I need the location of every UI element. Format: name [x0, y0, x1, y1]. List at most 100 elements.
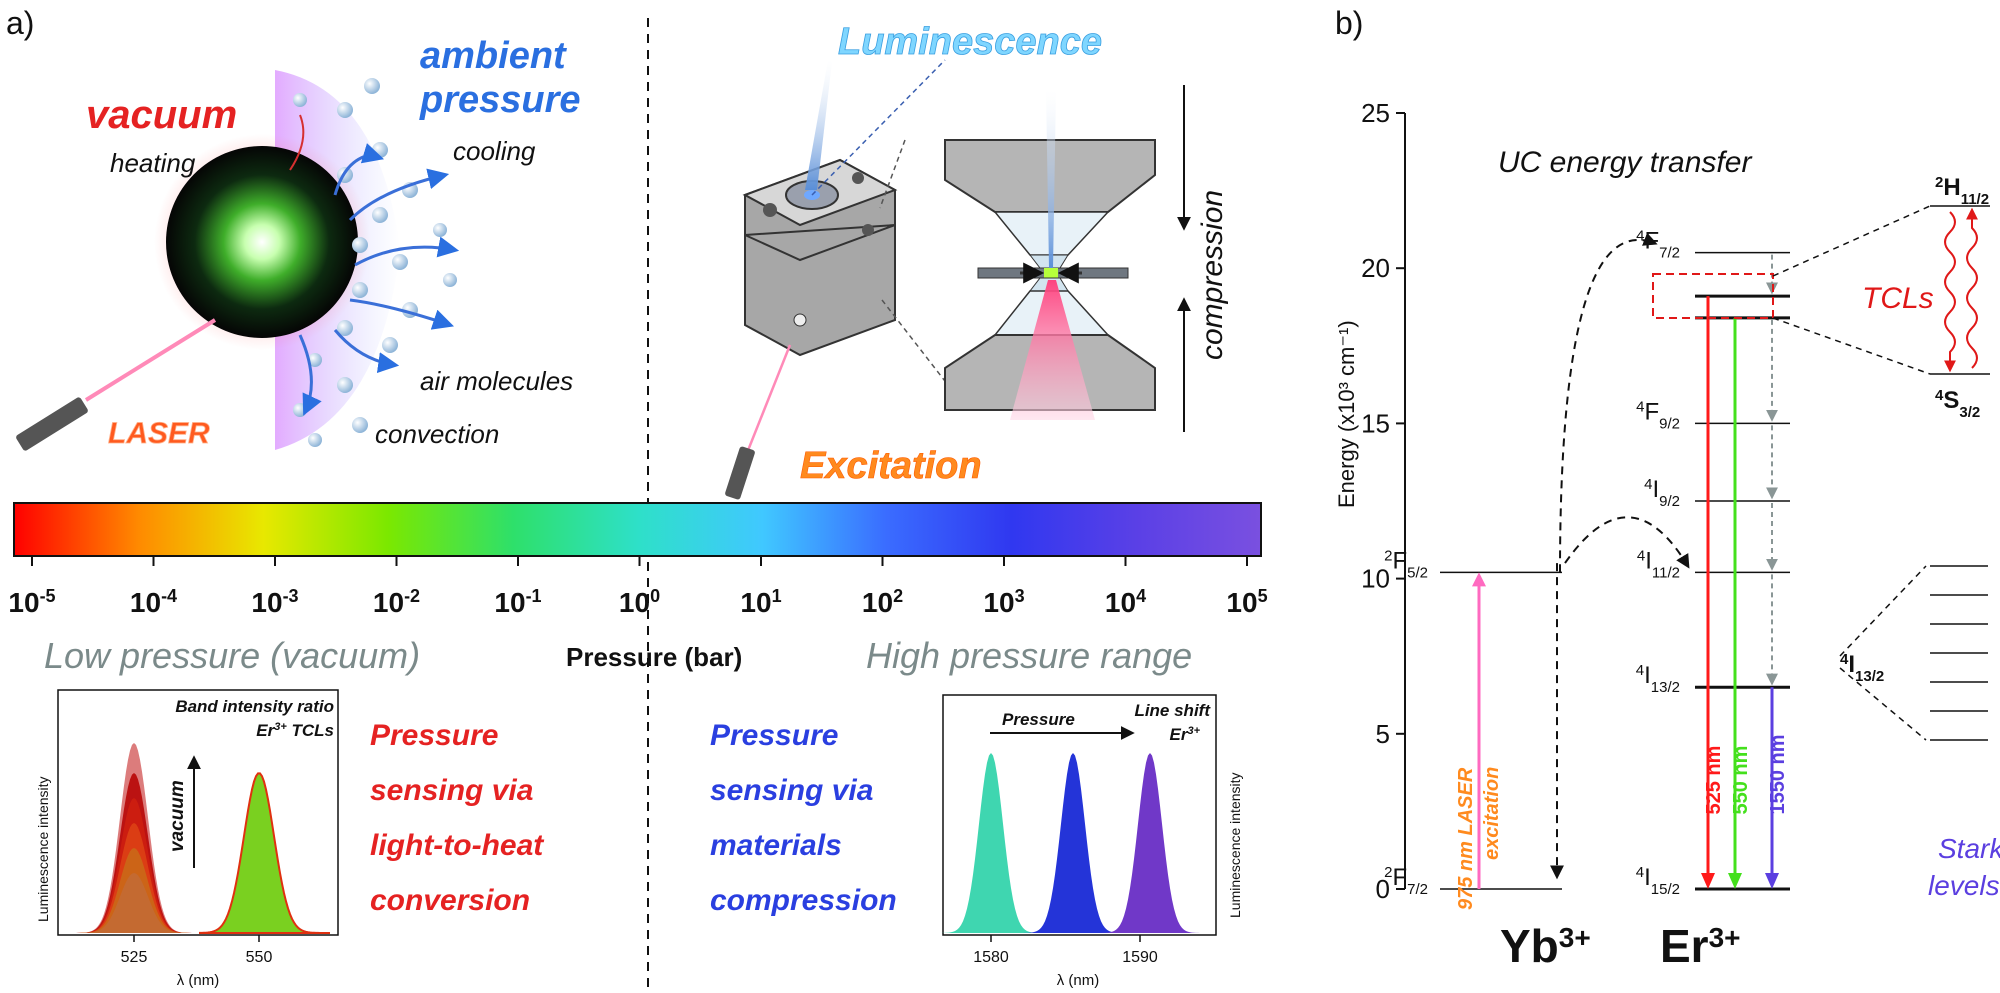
tcls-highlight-box: [1652, 273, 1774, 319]
stark-level-label: 4I13/2: [1840, 651, 1884, 685]
cooling-label: cooling: [453, 136, 536, 166]
energy-tick-label: 15: [1361, 408, 1390, 438]
excitation-label: Excitation: [800, 445, 982, 487]
vacuum-label: vacuum: [86, 93, 237, 137]
colorbar-tick-label: 104: [1105, 586, 1146, 618]
excitation-label-line-2: excitation: [1481, 767, 1503, 860]
air-molecules-label: air molecules: [420, 366, 573, 396]
right-sensing-line-2: sensing via: [710, 774, 873, 807]
excitation-label-line-1: 975 nm LASER: [1455, 767, 1477, 910]
level-label: 4I9/2: [1644, 476, 1680, 510]
inset-left-chart: vacuum Band intensity ratio Er3+ TCLs Lu…: [35, 689, 339, 989]
inset-right-chart: Pressure Line shift Er3+ Luminescence in…: [941, 694, 1243, 989]
level-label: 4F9/2: [1636, 398, 1680, 432]
level-label: 2F5/2: [1384, 547, 1428, 581]
pressure-colorbar: [13, 502, 1262, 557]
inset-left-frame: [57, 689, 339, 936]
line-shift-peak: [1023, 753, 1123, 933]
energy-tick-label: 20: [1361, 253, 1390, 283]
inset-right-subtitle: Er3+: [1169, 725, 1200, 744]
emission-label: 1550 nm: [1767, 734, 1789, 814]
thermal-coupling-wavy-arrows: [1944, 207, 1978, 373]
inset-left-tick-525: 525: [121, 949, 148, 966]
laser-label: LASER: [108, 417, 210, 450]
high-pressure-label: High pressure range: [866, 635, 1192, 676]
colorbar-tick-label: 10-1: [494, 586, 541, 618]
colorbar-tick-label: 105: [1226, 586, 1267, 618]
emission-label: 550 nm: [1730, 746, 1752, 815]
panel-b-label: b): [1335, 5, 1363, 41]
zoom-line-top: [1772, 205, 1931, 277]
line-shift-peak: [941, 753, 1041, 933]
convection-label: convection: [375, 419, 499, 449]
inset-right-xlabel: λ (nm): [1057, 972, 1100, 989]
inset-right-tick-1590: 1590: [1122, 949, 1158, 966]
energy-tick-label: 25: [1361, 98, 1390, 128]
energy-tick-label: 5: [1376, 719, 1390, 749]
left-sensing-line-1: Pressure: [370, 719, 498, 752]
energy-tick-label: 10: [1361, 564, 1390, 594]
zoom-top-level-label: 2H11/2: [1935, 174, 1989, 208]
level-label: 4I13/2: [1636, 662, 1680, 696]
heating-label: heating: [110, 148, 196, 178]
colorbar-tick-label: 102: [862, 586, 903, 618]
stark-label-line-2: levels: [1928, 870, 2000, 901]
right-sensing-text: Pressure sensing via materials compressi…: [710, 719, 897, 917]
right-sensing-line-1: Pressure: [710, 719, 838, 752]
colorbar-tick-label: 10-2: [373, 586, 420, 618]
pressure-arrow-label: Pressure: [1002, 710, 1075, 729]
uc-transfer-upper: [1559, 232, 1658, 573]
left-sensing-line-3: light-to-heat: [370, 829, 545, 862]
energy-levels: 2F7/22F5/24I15/24I13/24I11/24I9/24F9/24F…: [1384, 227, 1790, 898]
colorbar-tick-label: 100: [619, 586, 660, 618]
inset-left-subtitle: Er3+ TCLs: [256, 721, 334, 740]
ion-yb-label: Yb3+: [1500, 920, 1591, 972]
zoom-line-bottom: [1772, 317, 1931, 375]
anvil-cell-icon: [725, 59, 1156, 500]
right-sensing-line-4: compression: [710, 884, 897, 917]
level-label: 2F7/2: [1384, 864, 1428, 898]
ambient-label: ambient: [420, 35, 567, 77]
zoom-bottom-level-label: 4S3/2: [1935, 387, 1980, 421]
uc-energy-transfer-label: UC energy transfer: [1498, 146, 1752, 179]
left-sensing-line-2: sensing via: [370, 774, 533, 807]
pressure-label: pressure: [419, 79, 581, 121]
colorbar-label: Pressure (bar): [566, 642, 742, 672]
colorbar-tick-label: 10-4: [130, 586, 177, 618]
peak-525nm-max: [70, 743, 200, 933]
inset-left-xlabel: λ (nm): [177, 972, 220, 989]
right-sensing-line-3: materials: [710, 829, 842, 862]
laser-pointer-icon: [16, 397, 88, 451]
left-sensing-text: Pressure sensing via light-to-heat conve…: [370, 719, 545, 917]
laser-beam: [84, 318, 217, 402]
colorbar-tick-label: 10-5: [8, 586, 55, 618]
inset-right-title: Line shift: [1134, 701, 1211, 720]
vacuum-arrow-label: vacuum: [167, 780, 188, 852]
emission-label: 525 nm: [1703, 746, 1725, 815]
inset-right-tick-1580: 1580: [973, 949, 1009, 966]
peak-550nm: [199, 772, 330, 934]
energy-axis-label: Energy (x10³ cm⁻¹): [1334, 320, 1359, 508]
compression-label: compression: [1196, 190, 1229, 360]
ion-er-label: Er3+: [1660, 920, 1741, 972]
colorbar-tick-label: 103: [983, 586, 1024, 618]
tcls-label: TCLs: [1862, 282, 1934, 315]
colorbar-tick-label: 10-3: [251, 586, 298, 618]
stark-zoom-line-bottom: [1839, 667, 1927, 741]
stark-zoom-line-top: [1839, 565, 1927, 657]
line-shift-peak: [1100, 753, 1200, 933]
level-label: 4F7/2: [1636, 227, 1680, 261]
inset-right-ylabel: Luminescence intensity: [1227, 772, 1243, 918]
panel-a-label: a): [6, 5, 34, 41]
stark-levels: [1930, 565, 1988, 741]
convection-arrows: [289, 114, 460, 416]
luminescence-label: Luminescence: [838, 21, 1102, 63]
energy-axis: 0 5 10 15 20 25: [1361, 98, 1406, 904]
level-label: 4I11/2: [1637, 547, 1680, 581]
low-pressure-label: Low pressure (vacuum): [44, 635, 420, 676]
stark-label-line-1: Stark: [1938, 833, 2000, 864]
energy-tick-label: 0: [1376, 874, 1390, 904]
